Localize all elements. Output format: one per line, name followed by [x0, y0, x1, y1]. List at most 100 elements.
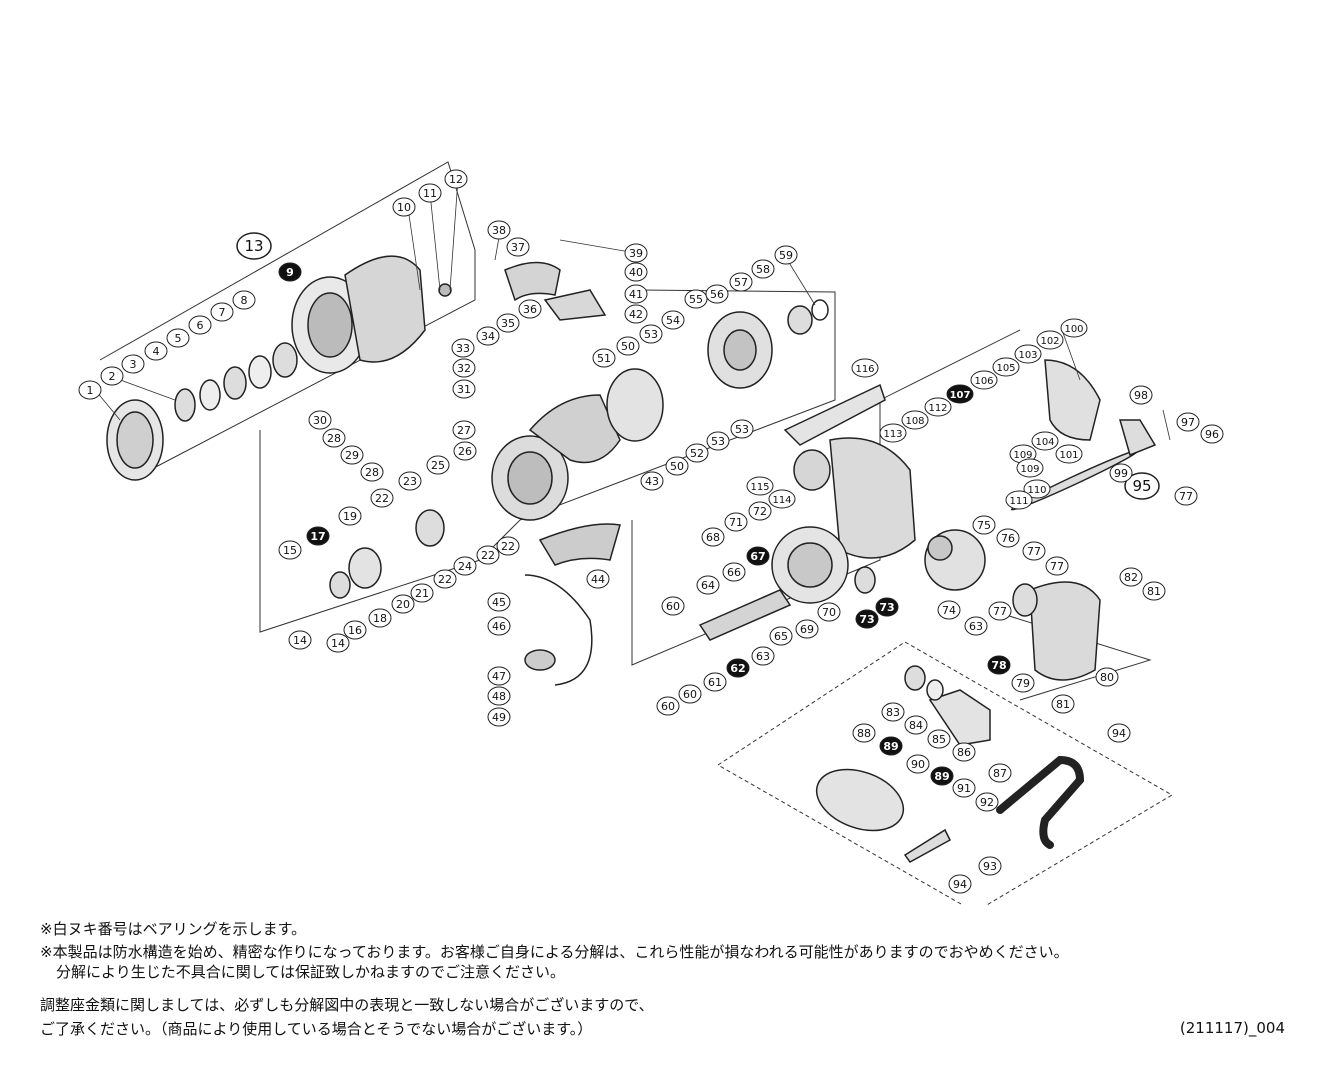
callout-number: 69 [800, 623, 814, 636]
callout-badge [392, 197, 416, 217]
callout-badge [678, 684, 702, 704]
document-code: (211117)_004 [1179, 1019, 1285, 1037]
callout-badge [795, 619, 819, 639]
callout-number: 16 [348, 624, 362, 637]
handle-knob [815, 768, 905, 832]
callout-badge [616, 336, 640, 356]
callout-badge [188, 315, 212, 335]
callout-number: 50 [621, 340, 635, 353]
callout-72: 72 [748, 501, 772, 521]
callout-badge [1200, 424, 1224, 444]
callout-badge [360, 462, 384, 482]
pinion-bearing [348, 547, 382, 589]
callout-badge [1095, 667, 1119, 687]
callout-badge [452, 379, 476, 399]
callout-badge [370, 488, 394, 508]
callout-number: 96 [1205, 428, 1219, 441]
callout-59: 59 [774, 245, 798, 265]
callout-6: 6 [188, 315, 212, 335]
callout-number: 95 [1132, 477, 1151, 495]
callout-number: 30 [313, 414, 327, 427]
handle-group-outline [717, 641, 1173, 905]
callout-number: 54 [666, 314, 680, 327]
callout-badge [746, 476, 774, 496]
callout-badge [1119, 567, 1143, 587]
callout-46: 46 [487, 616, 511, 636]
handle-arm [996, 755, 1085, 849]
callout-number: 99 [1114, 467, 1128, 480]
callout-badge [817, 602, 841, 622]
callout-number: 107 [950, 390, 971, 401]
callout-number: 91 [957, 782, 971, 795]
callout-number: 26 [458, 445, 472, 458]
callout-number: 50 [670, 460, 684, 473]
callout-22: 22 [433, 569, 457, 589]
callout-1: 1 [78, 380, 102, 400]
callout-number: 13 [244, 237, 263, 255]
callout-number: 65 [774, 630, 788, 643]
callout-badge [1107, 723, 1131, 743]
callout-43: 43 [640, 471, 664, 491]
callout-badge [624, 262, 648, 282]
callout-number: 82 [1124, 571, 1138, 584]
callout-32: 32 [452, 358, 476, 378]
callout-number: 17 [310, 530, 325, 543]
callout-badge [769, 626, 793, 646]
callout-badge [855, 609, 879, 629]
callout-badge [426, 455, 450, 475]
callout-number: 78 [991, 659, 1006, 672]
callout-badge [879, 736, 903, 756]
callout-badge [970, 370, 998, 390]
callout-number: 1 [87, 384, 94, 397]
callout-badge [722, 562, 746, 582]
callout-badge [988, 763, 1012, 783]
callout-70: 70 [817, 602, 841, 622]
callout-number: 94 [953, 878, 967, 891]
callout-number: 61 [708, 676, 722, 689]
callout-69: 69 [795, 619, 819, 639]
callout-badge [972, 515, 996, 535]
callout-106: 106 [970, 370, 998, 390]
callout-number: 55 [689, 293, 703, 306]
callout-18: 18 [368, 608, 392, 628]
callout-96: 96 [1200, 424, 1224, 444]
callout-number: 66 [727, 566, 741, 579]
callout-57: 57 [729, 272, 753, 292]
callout-77: 77 [1022, 541, 1046, 561]
callout-badge [924, 397, 952, 417]
callout-number: 59 [779, 249, 793, 262]
callout-badge [906, 754, 930, 774]
callout-number: 112 [928, 403, 947, 414]
callout-number: 94 [1112, 727, 1126, 740]
callout-badge [656, 696, 680, 716]
callout-badge [166, 328, 190, 348]
callout-badge [665, 456, 689, 476]
callout-number: 15 [283, 544, 297, 557]
callout-number: 29 [345, 449, 359, 462]
callout-badge [236, 232, 272, 260]
callout-number: 115 [750, 482, 769, 493]
callout-badge [624, 284, 648, 304]
spool-assembly [106, 255, 452, 481]
callout-badge [338, 506, 362, 526]
callout-51: 51 [592, 348, 616, 368]
callout-12: 12 [444, 169, 468, 189]
callout-badge [927, 729, 951, 749]
callout-badge [1045, 556, 1069, 576]
callout-83: 83 [881, 702, 905, 722]
callout-number: 44 [591, 573, 605, 586]
callout-badge [774, 245, 798, 265]
callout-number: 22 [438, 573, 452, 586]
callout-40: 40 [624, 262, 648, 282]
callout-badge [1060, 318, 1088, 338]
callout-22: 22 [370, 488, 394, 508]
callout-badge [476, 545, 500, 565]
callout-number: 53 [644, 328, 658, 341]
callout-76: 76 [996, 528, 1020, 548]
callout-number: 116 [855, 364, 874, 375]
callout-number: 92 [980, 796, 994, 809]
callout-50: 50 [616, 336, 640, 356]
callout-19: 19 [338, 506, 362, 526]
callout-badge [624, 304, 648, 324]
